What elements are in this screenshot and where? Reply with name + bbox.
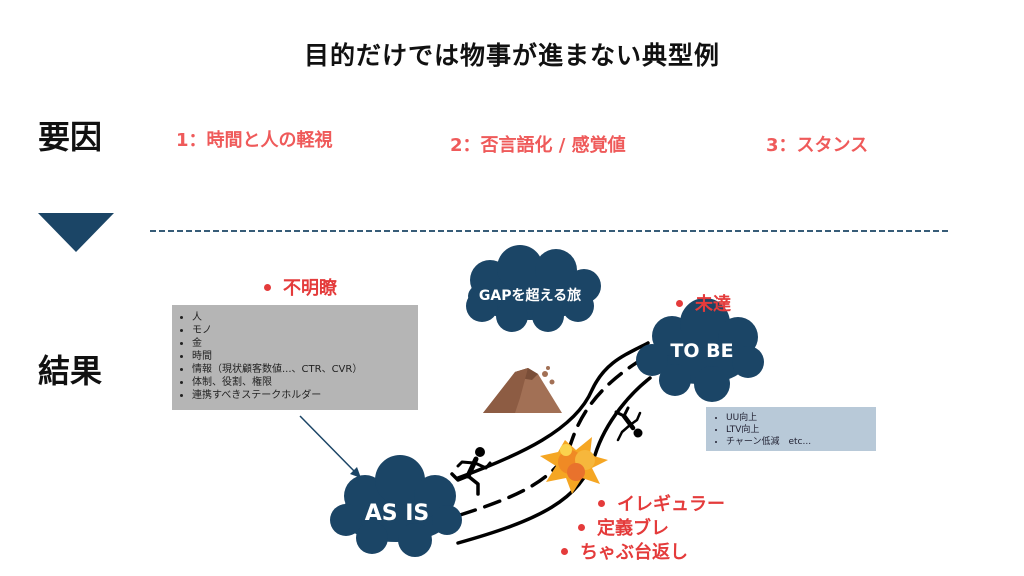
obstacle-text: ちゃぶ台返し bbox=[580, 542, 688, 563]
goal-list: UU向上 LTV向上 チャーン低減 etc... bbox=[706, 412, 876, 448]
factor-2: 2：否言語化 / 感覚値 bbox=[450, 135, 626, 156]
as-is-label: AS IS bbox=[364, 501, 430, 526]
unclear-label: 不明瞭 bbox=[264, 274, 337, 300]
road-left-edge bbox=[456, 341, 650, 480]
list-item: 金 bbox=[192, 337, 418, 350]
unmet-text: 未達 bbox=[695, 294, 731, 315]
down-triangle-icon bbox=[38, 213, 114, 252]
factors-heading: 要因 bbox=[38, 118, 103, 156]
obstacle-text: イレギュラー bbox=[617, 494, 725, 515]
unclear-resources-box: 人 モノ 金 時間 情報（現状顧客数値...、CTR、CVR） 体制、役割、権限… bbox=[172, 305, 418, 410]
gap-cloud-label: GAPを超える旅 bbox=[478, 288, 582, 304]
unclear-text: 不明瞭 bbox=[283, 278, 337, 299]
list-item: 情報（現状顧客数値...、CTR、CVR） bbox=[192, 363, 418, 376]
list-item: モノ bbox=[192, 324, 418, 337]
obstacle-definition-drift: 定義ブレ bbox=[578, 514, 669, 540]
bullet-icon bbox=[598, 499, 605, 507]
list-item: LTV向上 bbox=[726, 424, 876, 436]
page-title: 目的だけでは物事が進まない典型例 bbox=[303, 41, 720, 70]
bullet-icon bbox=[578, 523, 585, 531]
obstacle-text: 定義ブレ bbox=[597, 518, 669, 539]
obstacle-reversal: ちゃぶ台返し bbox=[561, 538, 688, 564]
gap-cloud bbox=[466, 245, 601, 332]
to-be-cloud bbox=[636, 298, 764, 402]
list-item: 連携すべきステークホルダー bbox=[192, 389, 418, 402]
goal-metrics-box: UU向上 LTV向上 チャーン低減 etc... bbox=[706, 407, 876, 451]
factor-3: 3：スタンス bbox=[766, 135, 869, 156]
bullet-icon bbox=[561, 547, 568, 555]
list-item: チャーン低減 etc... bbox=[726, 436, 876, 448]
falling-person-icon bbox=[614, 406, 643, 442]
obstacle-irregular: イレギュラー bbox=[598, 490, 725, 516]
running-person-icon bbox=[450, 447, 492, 496]
explosion-icon bbox=[540, 437, 608, 494]
unclear-list: 人 モノ 金 時間 情報（現状顧客数値...、CTR、CVR） 体制、役割、権限… bbox=[172, 311, 418, 402]
bullet-icon bbox=[676, 299, 683, 307]
bullet-icon bbox=[264, 283, 271, 291]
list-item: 人 bbox=[192, 311, 418, 324]
as-is-cloud bbox=[330, 455, 462, 557]
unmet-label: 未達 bbox=[676, 290, 731, 316]
arrow-line bbox=[299, 415, 358, 475]
factor-1: 1：時間と人の軽視 bbox=[176, 130, 333, 151]
list-item: 体制、役割、権限 bbox=[192, 376, 418, 389]
list-item: UU向上 bbox=[726, 412, 876, 424]
list-item: 時間 bbox=[192, 350, 418, 363]
road-center-dashes bbox=[458, 356, 646, 517]
arrow-head-icon bbox=[350, 467, 361, 478]
volcano-icon bbox=[483, 366, 562, 413]
results-heading: 結果 bbox=[38, 352, 103, 390]
to-be-label: TO BE bbox=[670, 340, 734, 362]
